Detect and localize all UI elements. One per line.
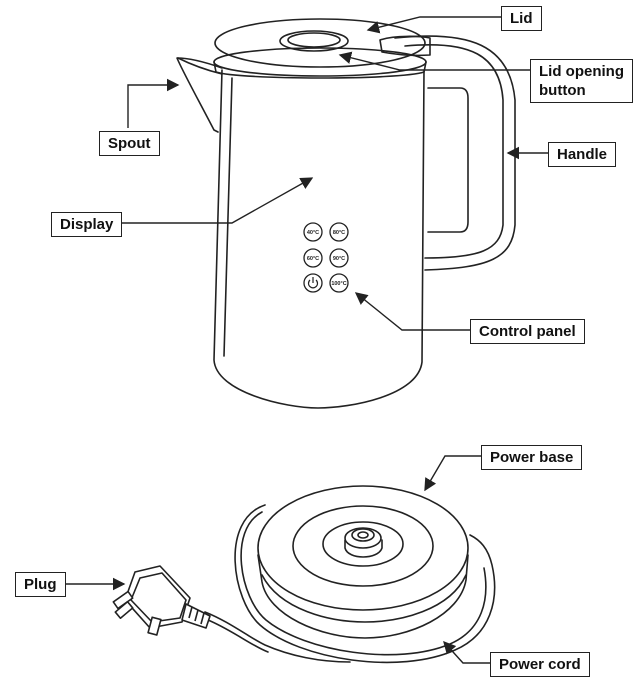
control-button-80-label: 80°C xyxy=(333,230,345,236)
leader-power-base xyxy=(424,455,481,492)
power-cord xyxy=(204,611,351,663)
control-button-100 xyxy=(329,273,349,293)
kettle-lid-rim xyxy=(213,47,427,77)
kettle-handle-inner xyxy=(427,87,469,233)
kettle-lid xyxy=(214,18,426,68)
leader-power-cord xyxy=(443,640,490,664)
label-lid: Lid xyxy=(501,6,542,31)
kettle-control-panel xyxy=(303,222,349,293)
leader-lid-opening-button xyxy=(338,51,530,71)
kettle-body xyxy=(213,69,425,409)
label-spout: Spout xyxy=(99,131,160,156)
control-button-90-label: 90°C xyxy=(333,256,345,262)
power-base-connector xyxy=(344,539,383,558)
leader-lines xyxy=(63,16,548,664)
control-button-40 xyxy=(303,222,323,242)
control-button-100-label: 100°C xyxy=(331,281,346,287)
power-base-top xyxy=(257,485,469,611)
plug-pin-bottom xyxy=(147,616,162,636)
label-power-base: Power base xyxy=(481,445,583,470)
label-plug: Plug xyxy=(15,572,66,597)
leader-spout xyxy=(127,78,180,128)
power-icon xyxy=(307,277,319,289)
leader-lid xyxy=(366,16,501,34)
kettle xyxy=(176,18,516,409)
label-lid-opening-button: Lid opening button xyxy=(530,59,633,103)
control-button-60-label: 60°C xyxy=(307,256,319,262)
leader-control-panel xyxy=(354,292,470,331)
leader-display xyxy=(117,177,314,224)
label-handle: Handle xyxy=(548,142,617,167)
kettle-control-panel-labels: 40°C 80°C 60°C 90°C 100°C xyxy=(307,230,347,289)
control-button-40-label: 40°C xyxy=(307,230,319,236)
kettle-spout xyxy=(176,57,223,133)
control-button-80 xyxy=(329,222,349,242)
plug-pin-left xyxy=(114,600,134,620)
control-button-90 xyxy=(329,248,349,268)
lid-opening-button-drawing xyxy=(279,30,349,52)
power-cord-loop xyxy=(234,504,496,664)
label-power-cord: Power cord xyxy=(490,652,590,677)
label-display: Display xyxy=(51,212,123,237)
control-button-60 xyxy=(303,248,323,268)
power-base xyxy=(204,485,496,664)
label-control-panel: Control panel xyxy=(470,319,585,344)
plug xyxy=(112,565,211,636)
kettle-handle xyxy=(394,35,516,271)
